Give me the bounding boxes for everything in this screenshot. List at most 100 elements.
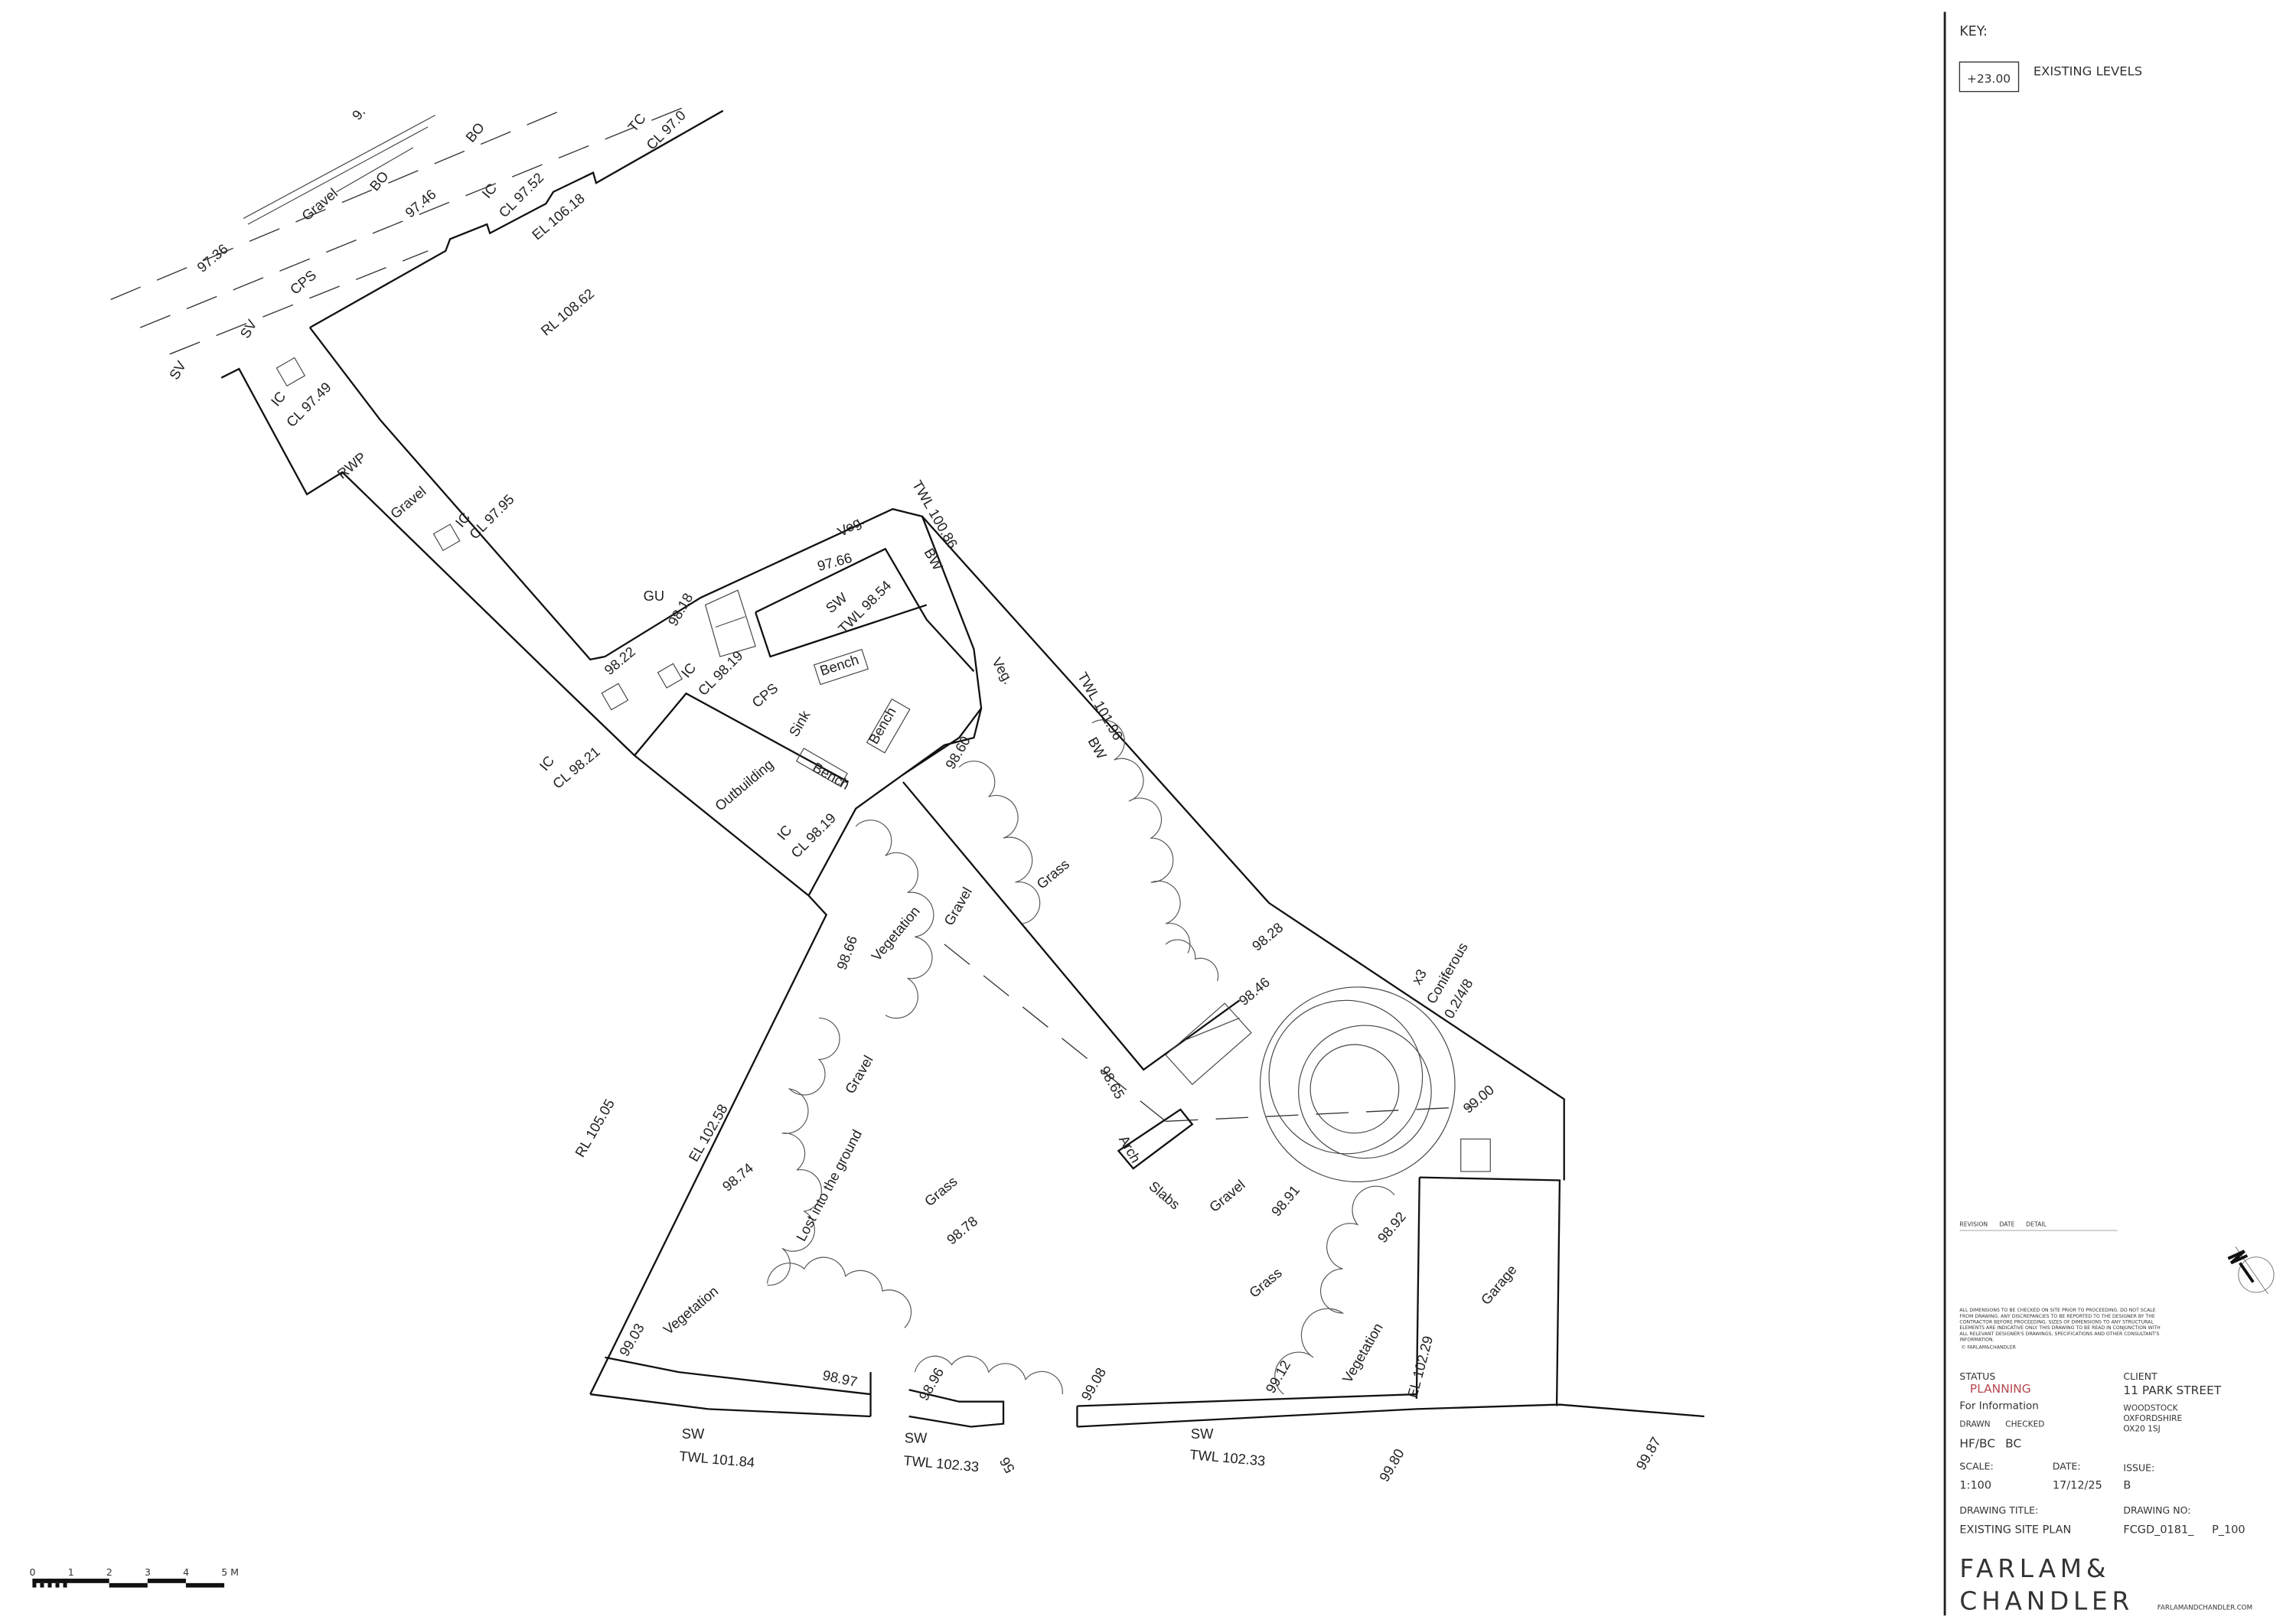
issue-value: B <box>2123 1479 2131 1491</box>
surface-label: CPS <box>287 266 319 297</box>
sink-label: Sink <box>785 707 813 739</box>
level-label: CL 97.0 <box>643 107 689 153</box>
surface-label: Veg. <box>989 654 1017 686</box>
level-label: EL 102.29 <box>1404 1335 1436 1400</box>
level-label: CL 98.19 <box>695 647 746 699</box>
client-address-line: OXFORDSHIRE <box>2123 1414 2182 1423</box>
level-label: 9. <box>348 104 368 123</box>
level-label: TWL 102.33 <box>903 1452 980 1475</box>
disclaimer-notes: ALL DIMENSIONS TO BE CHECKED ON SITE PRI… <box>1959 1308 2161 1350</box>
vegetation-cloud <box>958 719 1219 982</box>
steps <box>704 589 756 657</box>
drawing-no-suffix: P_100 <box>2212 1524 2245 1536</box>
key-level-box <box>1958 61 2020 93</box>
surface-label: Grass <box>921 1173 960 1209</box>
drawn-label: DRAWN <box>1959 1419 1990 1429</box>
feature-label: GU <box>644 588 664 604</box>
surface-label: CPS <box>748 680 781 710</box>
feature-label: BW <box>1084 734 1110 762</box>
client-address-line: OX20 1SJ <box>2123 1424 2160 1433</box>
revision-col-header: DETAIL <box>2026 1221 2047 1227</box>
surface-label: Slabs <box>1146 1178 1183 1213</box>
level-label: 99.00 <box>1459 1081 1497 1116</box>
annotation-label: Lost into the ground <box>793 1127 865 1244</box>
note-line: ELEMENTS ARE INDICATIVE ONLY. THIS DRAWI… <box>1959 1325 2161 1331</box>
road-kerb-lines <box>243 114 436 225</box>
feature-label: BO <box>367 168 392 194</box>
status-note: For Information <box>1959 1400 2038 1412</box>
drawing-title: EXISTING SITE PLAN <box>1959 1524 2071 1536</box>
feature-label: BO <box>462 119 488 145</box>
key-level-label: EXISTING LEVELS <box>2033 64 2142 78</box>
level-label: CL 97.95 <box>466 491 517 543</box>
scale-label: SCALE: <box>1959 1460 1993 1471</box>
level-label: 98.28 <box>1249 919 1287 954</box>
feature-label: SV <box>166 357 190 382</box>
level-label: 98.92 <box>1374 1208 1409 1246</box>
client-address-line: WOODSTOCK <box>2123 1403 2178 1413</box>
issue-label: ISSUE: <box>2123 1462 2154 1473</box>
drawing-labels: 97.36 Gravel BO BO 97.46 IC CL 97.52 EL … <box>166 104 1665 1484</box>
drawing-no: FCGD_0181_ <box>2123 1524 2194 1536</box>
level-label: CL 98.21 <box>550 743 603 791</box>
surface-label: Gravel <box>298 185 341 224</box>
key-level-sample: +23.00 <box>1967 72 2011 86</box>
level-label: TWL 101.84 <box>679 1448 755 1471</box>
north-arrow-circle-icon <box>2238 1256 2275 1293</box>
scale-tick: 3 <box>145 1566 151 1578</box>
vegetation-cloud <box>766 820 934 1328</box>
site-boundary-west <box>589 895 828 1395</box>
scale-tick: 5 M <box>221 1566 239 1578</box>
wall-label: SW <box>1191 1426 1214 1442</box>
level-label: 99.03 <box>616 1321 647 1359</box>
site-boundary-east <box>921 516 1565 1181</box>
surface-label: Vegetation <box>868 903 923 964</box>
feature-label: SW <box>823 589 851 617</box>
company-logo-line2: CHANDLER <box>1959 1587 2134 1616</box>
surface-label: Grass <box>1246 1264 1285 1300</box>
surface-label: Gravel <box>1206 1176 1248 1215</box>
level-label: RL 105.05 <box>572 1097 618 1160</box>
feature-label: TC <box>625 110 649 135</box>
level-label: 99.80 <box>1376 1446 1407 1484</box>
scale-tick: 2 <box>106 1566 113 1578</box>
level-label: 98.65 <box>1097 1063 1128 1101</box>
bench-label: Bench <box>866 704 899 746</box>
level-label: CL 97.49 <box>283 379 334 430</box>
surface-label: Veg. <box>834 512 866 540</box>
status-value: PLANNING <box>1970 1382 2031 1396</box>
revision-table: REVISION DATE DETAIL <box>1959 1221 2118 1231</box>
outbuilding-label: Outbuilding <box>712 756 776 814</box>
surface-label: Vegetation <box>660 1282 721 1338</box>
feature-label: IC <box>478 180 500 201</box>
company-website: FARLAMANDCHANDLER.COM <box>2157 1605 2252 1612</box>
note-line: INFORMATION. <box>1959 1338 1994 1343</box>
wall-label: SW <box>682 1426 705 1442</box>
revision-col-header: DATE <box>1999 1221 2014 1227</box>
status-label: STATUS <box>1959 1370 1995 1382</box>
level-label: 98.74 <box>719 1159 757 1194</box>
feature-label: IC <box>536 752 557 774</box>
key-title: KEY: <box>1959 24 1987 39</box>
note-line: CONTRACTOR BEFORE PROCEEDING. SIZES OF D… <box>1959 1320 2154 1325</box>
feature-label: IC <box>774 822 795 843</box>
level-label: 98.18 <box>664 590 696 628</box>
level-label: 99.08 <box>1078 1365 1109 1403</box>
scale-tick: 0 <box>30 1566 36 1578</box>
company-logo-line1: FARLAM& <box>1959 1554 2110 1583</box>
outbuilding-outline <box>604 508 983 898</box>
site-plan-drawing <box>110 103 1704 1428</box>
level-label: RL 108.62 <box>537 285 597 339</box>
title-block: STATUS PLANNING For Information DRAWN CH… <box>1959 1370 2252 1616</box>
level-label: CL 97.52 <box>495 169 546 220</box>
level-label: EL 106.18 <box>529 190 588 243</box>
level-label: 97.66 <box>816 549 854 574</box>
checked-value: BC <box>2005 1436 2021 1450</box>
level-label: 98.91 <box>1268 1182 1303 1220</box>
tree-label: x3 <box>1408 966 1430 987</box>
bench-label: Bench <box>818 651 861 679</box>
grass-strip-edge <box>902 708 1241 1071</box>
bench <box>866 698 911 754</box>
client-name: 11 PARK STREET <box>2123 1383 2221 1397</box>
